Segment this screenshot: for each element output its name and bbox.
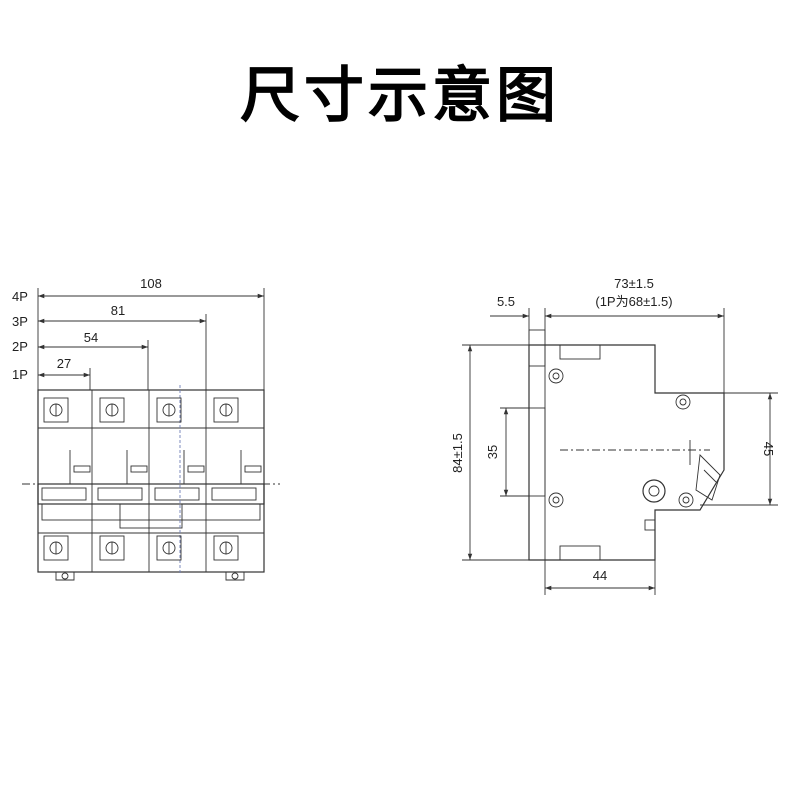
front-view: 4P 3P 2P 1P 108 81 54 27 — [12, 276, 280, 581]
pole-label-3p: 3P — [12, 314, 28, 329]
dim-text-84: 84±1.5 — [450, 433, 465, 473]
pole-label-1p: 1P — [12, 367, 28, 382]
dim-text-81: 81 — [111, 303, 125, 318]
bottom-terminals — [43, 535, 239, 561]
dim-text-54: 54 — [84, 330, 98, 345]
pole-label-2p: 2P — [12, 339, 28, 354]
dim-text-108: 108 — [140, 276, 162, 291]
pole-label-4p: 4P — [12, 289, 28, 304]
dim-text-45: 45 — [761, 442, 776, 456]
breaker-body — [37, 389, 265, 573]
top-terminals — [43, 397, 239, 423]
dim-text-1p-note: (1P为68±1.5) — [595, 294, 672, 309]
page-title: 尺寸示意图 — [240, 61, 560, 131]
dim-text-44: 44 — [593, 568, 607, 583]
side-view: 73±1.5 (1P为68±1.5) 5.5 84±1.5 — [450, 276, 778, 595]
dim-text-35: 35 — [485, 445, 500, 459]
dim-text-27: 27 — [57, 356, 71, 371]
dim-text-5-5: 5.5 — [497, 294, 515, 309]
dim-text-73: 73±1.5 — [614, 276, 654, 291]
